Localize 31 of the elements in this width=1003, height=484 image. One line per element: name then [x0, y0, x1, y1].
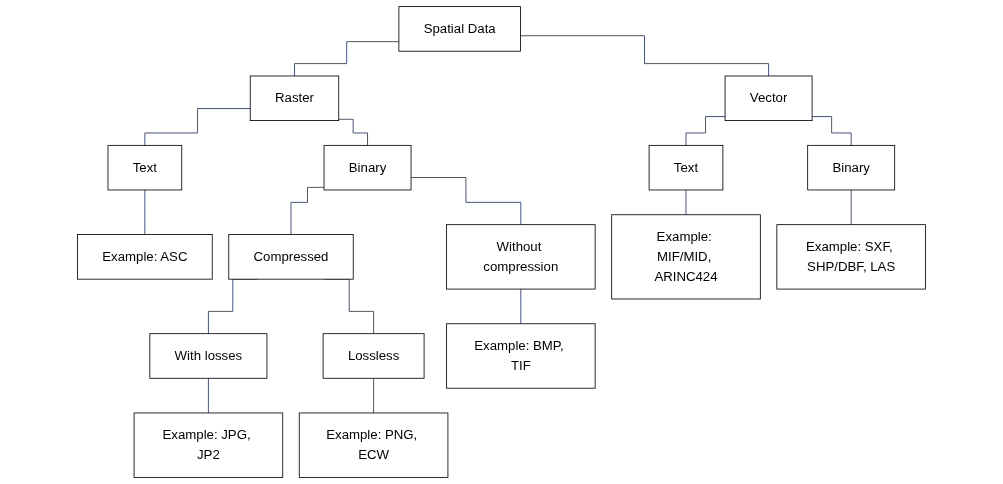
connector — [290, 186, 325, 235]
node-box: Example: PNG, ECW — [298, 412, 449, 478]
connector — [373, 377, 374, 414]
connector — [338, 118, 368, 146]
node-box: Text — [648, 144, 724, 191]
connector — [685, 116, 726, 146]
connector — [208, 377, 209, 414]
node-box: Example: SXF, SHP/DBF, LAS — [776, 224, 926, 290]
node-box: Text — [107, 144, 183, 191]
node-box: Without compression — [446, 224, 596, 290]
node-box: Example: MIF/MID, ARINC424 — [611, 214, 761, 300]
connector — [294, 41, 400, 77]
connector — [520, 288, 522, 325]
connector — [685, 189, 687, 216]
node-box: Binary — [323, 144, 412, 191]
connector — [850, 189, 852, 226]
connector — [520, 35, 769, 77]
node-box: Raster — [249, 75, 340, 121]
node-box: Vector — [724, 75, 813, 121]
node-box: Example: ASC — [77, 234, 213, 280]
connector — [410, 177, 522, 226]
node-box: Compressed — [228, 234, 354, 280]
node-box: Spatial Data — [398, 6, 521, 52]
node-box: Example: JPG, JP2 — [133, 412, 284, 478]
node-box: Lossless — [322, 333, 425, 379]
connector — [811, 116, 852, 146]
node-box: With losses — [149, 333, 268, 379]
node-box: Example: BMP, TIF — [446, 323, 596, 389]
connector — [144, 189, 146, 235]
node-box: Binary — [807, 144, 896, 191]
connector — [144, 108, 251, 146]
